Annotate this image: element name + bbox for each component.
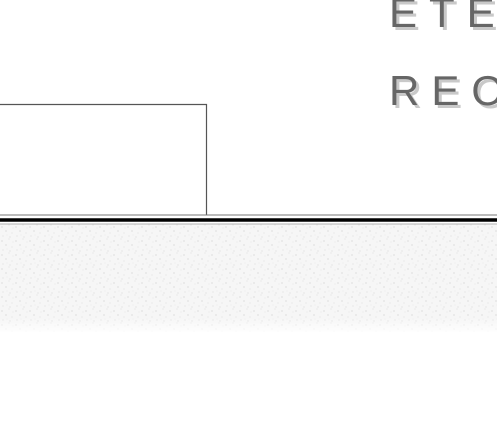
block-outline (0, 103, 208, 215)
ground-fill (0, 224, 497, 332)
drawing-label-line-1: ETE (389, 0, 497, 36)
drawing-label-line-2: REO (389, 67, 497, 114)
ground-fade (0, 318, 497, 334)
